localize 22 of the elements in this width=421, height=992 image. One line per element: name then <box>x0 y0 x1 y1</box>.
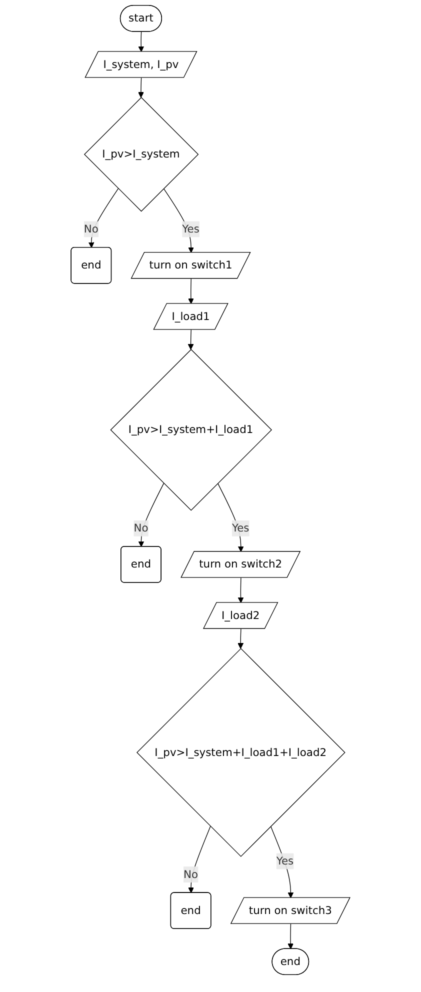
arrow <box>188 278 194 304</box>
arrow <box>217 482 244 552</box>
edge-label: No <box>84 222 98 236</box>
arrow <box>238 628 244 649</box>
node-diamond: I_pv>I_system+I_load1 <box>110 349 272 511</box>
edge-label: Yes <box>232 522 250 534</box>
arrow <box>138 77 144 98</box>
arrow <box>88 188 119 248</box>
edge-label: No <box>134 522 148 534</box>
arrow <box>138 31 144 52</box>
edge-label: Yes <box>182 222 200 236</box>
edge-label: No <box>184 868 198 880</box>
node-diamond: I_pv>I_system+I_load1+I_load2 <box>136 648 346 857</box>
arrow <box>138 482 164 547</box>
arrow <box>188 826 211 894</box>
arrow <box>238 577 244 604</box>
node-diamond: I_pv>I_system <box>84 97 199 212</box>
arrow <box>188 329 194 350</box>
edge-label: Yes <box>276 854 294 868</box>
arrow <box>163 188 194 253</box>
arrow <box>288 924 294 950</box>
arrow <box>270 826 294 898</box>
